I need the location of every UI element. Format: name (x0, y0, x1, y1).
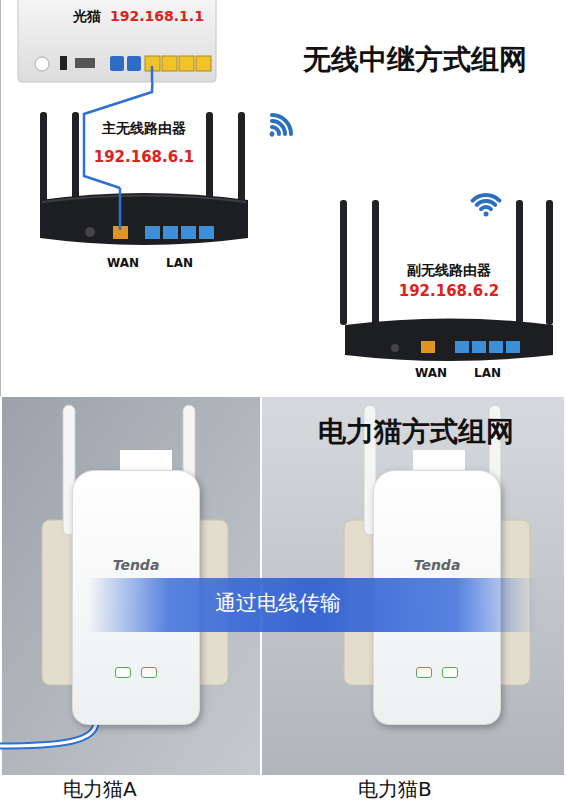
main-router-body (85, 227, 95, 237)
wifi-icon (261, 111, 295, 145)
optical-modem-body (110, 56, 124, 71)
brand-logo: Tenda (113, 557, 160, 575)
port-label: LAN (166, 256, 193, 271)
optical-modem: 光猫 192.168.1.1 (18, 0, 216, 82)
wifi-icon (481, 207, 491, 209)
optical-modem-body (162, 56, 177, 71)
wifi-icon (477, 201, 495, 205)
secondary-router-body (546, 200, 553, 325)
ip-address: 192.168.1.1 (110, 8, 204, 26)
wifi-icon (484, 212, 489, 217)
secondary-router-body (489, 341, 503, 353)
brand-logo: Tenda (414, 557, 461, 575)
background (0, 0, 1, 396)
main-router-body (42, 196, 246, 203)
main-router-body (40, 193, 248, 245)
device-name: 主无线路由器 (102, 120, 186, 138)
ip-address: 192.168.6.1 (94, 148, 195, 167)
main-router-body (206, 112, 213, 207)
wall-panel (2, 397, 564, 775)
port-label: LAN (474, 366, 501, 381)
optical-modem-body (179, 56, 194, 71)
led-indicator (115, 667, 131, 678)
secondary-router-body (372, 200, 379, 325)
optical-modem-body (196, 56, 211, 71)
main-router-body (163, 226, 178, 239)
main-router: 主无线路由器192.168.6.1 (38, 188, 250, 250)
main-router-body (238, 112, 245, 207)
wifi-icon (473, 195, 500, 201)
wifi-icon (268, 130, 275, 137)
led-indicator (416, 667, 432, 678)
led-indicator (442, 667, 458, 678)
main-router-body (145, 226, 160, 239)
secondary-router-body (340, 200, 553, 361)
secondary-router-body (455, 341, 469, 353)
transmission-band: 通过电线传输 (88, 578, 538, 632)
optical-modem-body (75, 58, 95, 68)
main-router-body (199, 226, 214, 239)
device-name: 副无线路由器 (407, 262, 491, 280)
led-indicator (141, 667, 157, 678)
secondary-router-body (421, 341, 435, 353)
optical-modem-body (60, 56, 67, 70)
secondary-router-body (506, 341, 520, 353)
secondary-router-body (340, 200, 347, 325)
network-cable (0, 722, 96, 746)
device-caption: 电力猫B (358, 777, 432, 802)
main-router-body (119, 188, 122, 230)
optical-modem-body (18, 0, 216, 82)
blank-tag (120, 450, 465, 472)
blank-tag (120, 450, 172, 472)
secondary-router: 副无线路由器192.168.6.2 (343, 312, 555, 368)
main-router-body (181, 226, 196, 239)
optical-modem-body (35, 57, 49, 71)
wifi-icon (473, 195, 500, 216)
optical-modem-body (151, 66, 154, 82)
optical-modem-body (18, 0, 216, 82)
wifi-icon (272, 111, 295, 134)
band-text: 通过电线传输 (215, 590, 341, 616)
network-cable (0, 722, 96, 746)
section-heading: 电力猫方式组网 (318, 414, 514, 449)
ip-address: 192.168.6.2 (399, 282, 500, 301)
secondary-router-body (472, 341, 486, 353)
optical-modem-body (127, 56, 141, 71)
port-label: WAN (107, 256, 139, 271)
device-caption: 电力猫A (63, 777, 137, 802)
blank-tag (413, 450, 465, 472)
secondary-router-body (345, 319, 553, 362)
bottom-strip (0, 775, 566, 805)
secondary-router-body (516, 200, 523, 325)
main-router-body (40, 112, 248, 245)
secondary-router-body (391, 344, 399, 352)
port-label: WAN (415, 366, 447, 381)
bottom-strip (0, 775, 566, 805)
main-router-body (40, 112, 47, 207)
network-cable (0, 722, 96, 746)
section-heading: 无线中继方式组网 (303, 42, 527, 77)
main-router-body (72, 112, 79, 207)
device-name: 光猫 (73, 8, 101, 26)
